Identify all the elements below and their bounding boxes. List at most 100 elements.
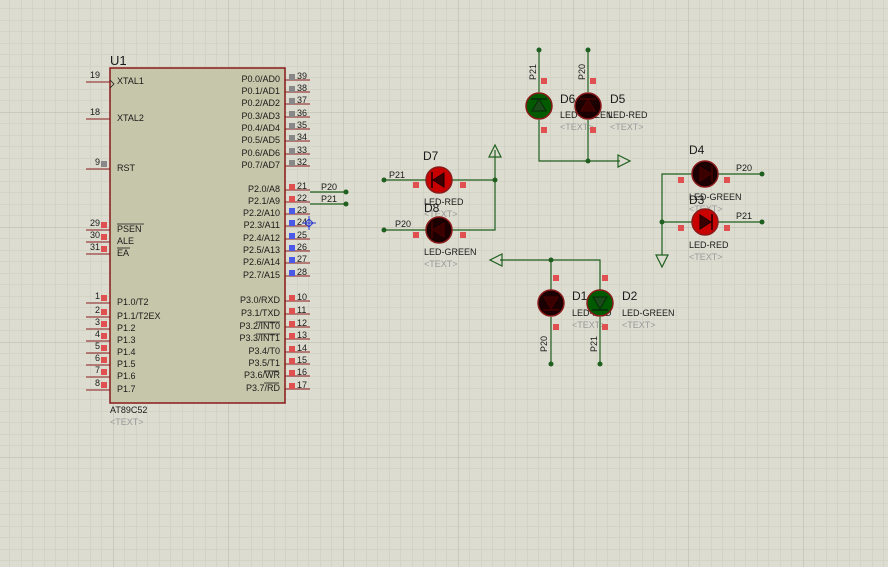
chip-right-pins: 39P0.0/AD038P0.1/AD137P0.2/AD236P0.3/AD3… [239, 71, 310, 393]
chip-pin-left[interactable]: 4P1.3 [86, 329, 136, 345]
pin-number: 4 [95, 329, 100, 339]
chip-ref-label: U1 [110, 53, 127, 68]
pin-label: P3.7/RD [246, 383, 281, 393]
pin-number: 8 [95, 378, 100, 388]
led-d8[interactable]: D8 LED-GREEN <TEXT> [413, 201, 477, 269]
pin-label: P1.3 [117, 335, 136, 345]
pin-number: 22 [297, 193, 307, 203]
d8-ref: D8 [424, 201, 440, 215]
d3-ref: D3 [689, 193, 705, 207]
led-d3[interactable]: D3 LED-RED <TEXT> [678, 193, 730, 262]
d1-text: <TEXT> [572, 320, 606, 330]
chip-pin-left[interactable]: 5P1.4 [86, 341, 136, 357]
pin-label: P1.1/T2EX [117, 311, 161, 321]
led-d2[interactable]: D2 LED-GREEN <TEXT> [586, 275, 675, 330]
chip-pin-left[interactable]: 1P1.0/T2 [86, 291, 149, 307]
pin-number: 18 [90, 107, 100, 117]
chip-pin-left[interactable]: 2P1.1/T2EX [86, 305, 161, 321]
pin-number: 5 [95, 341, 100, 351]
d6-text: <TEXT> [560, 122, 594, 132]
led-pair-d7-d8[interactable]: P21 P20 D7 LED-RED <TEXT> D8 LED-GREEN <… [381, 143, 502, 269]
pin-label: P0.2/AD2 [241, 98, 280, 108]
d4-type: LED-GREEN [689, 192, 742, 202]
chip-pin-right[interactable]: 21 P2.0/A8 [248, 181, 310, 194]
pin-label: P2.0/A8 [248, 184, 280, 194]
pin-number: 27 [297, 254, 307, 264]
pin-number: 11 [297, 305, 306, 315]
p20-net-label: P20 [321, 182, 337, 192]
chip-body[interactable] [109, 67, 286, 404]
pin-number: 26 [297, 242, 307, 252]
pin-number: 19 [90, 70, 100, 80]
pin-number: 10 [297, 292, 307, 302]
chip-pin-left[interactable]: 8P1.7 [86, 378, 136, 394]
chip-pin-left[interactable]: 7P1.6 [86, 365, 136, 381]
led-pair-d1-d2[interactable]: P20 P21 D1 LED-RED <TEXT> D2 LED-GREEN <… [488, 253, 675, 367]
diode-arrow-icon [699, 166, 712, 182]
led-d6[interactable]: D6 LED-GREEN <TEXT> [525, 78, 613, 133]
chip-text-placeholder: <TEXT> [110, 417, 144, 427]
pin-number: 24 [297, 217, 307, 227]
diode-arrow-icon [531, 98, 547, 112]
pin-number: 1 [95, 291, 100, 301]
pin-label: P3.4/T0 [248, 346, 280, 356]
p21-net-label: P21 [321, 194, 337, 204]
led-d5[interactable]: D5 LED-RED <TEXT> [574, 78, 648, 133]
pin-label: P2.4/A12 [243, 233, 280, 243]
pin-label: P2.2/A10 [243, 208, 280, 218]
pin-number: 2 [95, 305, 100, 315]
p21-terminal-dot[interactable] [343, 201, 349, 207]
led-pair-d4-d3[interactable]: P20 P21 D4 LED-GREEN <TEXT> D3 LED-RED <… [655, 143, 765, 269]
d4-ref: D4 [689, 143, 705, 157]
pin-number: 12 [297, 318, 307, 328]
led-d7[interactable]: D7 LED-RED <TEXT> [413, 149, 466, 219]
pin-label: P1.4 [117, 347, 136, 357]
chip-part-label: AT89C52 [110, 405, 147, 415]
pin-number: 33 [297, 145, 307, 155]
chip-pin-left[interactable]: 6P1.5 [86, 353, 136, 369]
d8-type: LED-GREEN [424, 247, 477, 257]
chip-pin-left[interactable]: 3P1.2 [86, 317, 136, 333]
d5-type: LED-RED [608, 110, 648, 120]
pin-number: 21 [297, 181, 307, 191]
p20-terminal-dot[interactable] [343, 189, 349, 195]
pin-label: P0.5/AD5 [241, 135, 280, 145]
d4-net-label: P20 [736, 163, 752, 173]
diode-arrow-icon [543, 296, 559, 310]
pin-label: P3.5/T1 [248, 358, 280, 368]
led-pair-d6-d5[interactable]: P21 P20 D6 LED-GREEN <TEXT> D5 LED-RED <… [525, 47, 648, 168]
pin-label: EA [117, 248, 129, 258]
